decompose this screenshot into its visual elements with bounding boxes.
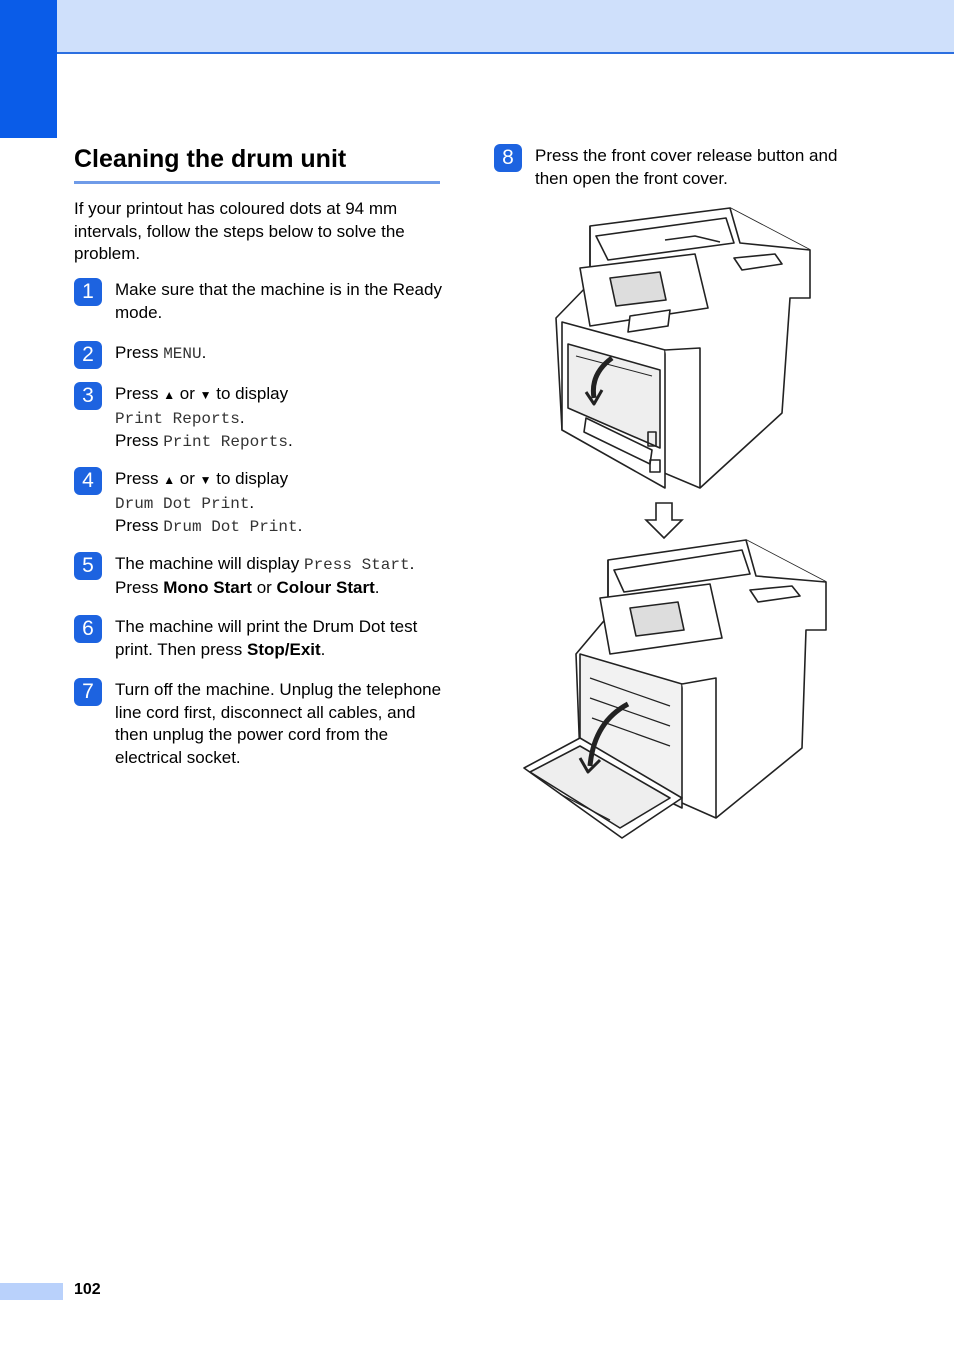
punctuation: . [374, 577, 380, 597]
menu-key: MENU [163, 345, 202, 363]
lcd-message: Press Start [303, 556, 410, 574]
punctuation: . [239, 407, 245, 427]
step-label: Press [115, 469, 164, 488]
punctuation: . [288, 431, 293, 450]
lcd-option: Drum Dot Print [115, 494, 250, 513]
step-label: The machine will display [115, 554, 304, 573]
step-number-badge: 7 [74, 678, 102, 706]
step-label: or [251, 577, 277, 597]
printer-illustration [523, 207, 827, 839]
step-label: Press [115, 343, 164, 362]
step-number-badge: 2 [74, 341, 102, 369]
step-number-badge: 5 [74, 552, 102, 580]
heading-underline [74, 181, 440, 184]
step-label: Press [115, 431, 164, 450]
lcd-option: Drum Dot Print [163, 518, 298, 536]
page-number: 102 [74, 1281, 101, 1298]
step-number-badge: 8 [494, 144, 522, 172]
mono-start-key: Mono Start [163, 577, 252, 597]
step-text: Press ▲ or ▼ to display Print Reports. P… [115, 383, 447, 454]
step-label: Press [115, 516, 164, 535]
punctuation: . [409, 554, 415, 573]
step-label: to display [211, 469, 289, 488]
header-band [0, 0, 954, 54]
up-arrow-icon: ▲ [163, 388, 176, 402]
step-label: Press [115, 577, 164, 597]
step-number-badge: 1 [74, 278, 102, 306]
up-arrow-icon: ▲ [163, 473, 176, 487]
colour-start-key: Colour Start [276, 577, 375, 597]
step-label: to display [211, 384, 289, 403]
down-arrow-icon: ▼ [199, 388, 212, 402]
step-number-badge: 3 [74, 382, 102, 410]
step-label: or [175, 469, 200, 488]
step-label: Press [115, 384, 164, 403]
chapter-tab [0, 0, 57, 138]
section-heading: Cleaning the drum unit [74, 145, 347, 173]
down-arrow-icon: ▼ [199, 473, 212, 487]
stop-exit-key: Stop/Exit [246, 639, 321, 659]
punctuation: . [297, 516, 303, 535]
step-text: Press ▲ or ▼ to display Drum Dot Print. … [115, 468, 447, 539]
step-label: or [175, 384, 200, 403]
page-number-tab [0, 1283, 63, 1300]
punctuation: . [249, 492, 255, 512]
intro-paragraph: If your printout has coloured dots at 94… [74, 199, 405, 263]
step-label: The machine will print the Drum Dot test… [115, 617, 418, 659]
punctuation: . [320, 639, 326, 659]
step-text: Press MENU. [115, 342, 447, 366]
lcd-option: Print Reports [163, 433, 289, 451]
step-text: Press the front cover release button and… [535, 146, 838, 188]
punctuation: . [201, 343, 207, 362]
lcd-option: Print Reports [115, 409, 240, 428]
step-number-badge: 6 [74, 615, 102, 643]
step-number-badge: 4 [74, 467, 102, 495]
step-text: The machine will display Press Start. Pr… [115, 553, 455, 599]
step-text: The machine will print the Drum Dot test… [115, 616, 447, 661]
step-text: Make sure that the machine is in the Rea… [115, 280, 442, 322]
step-text: Turn off the machine. Unplug the telepho… [115, 680, 442, 767]
